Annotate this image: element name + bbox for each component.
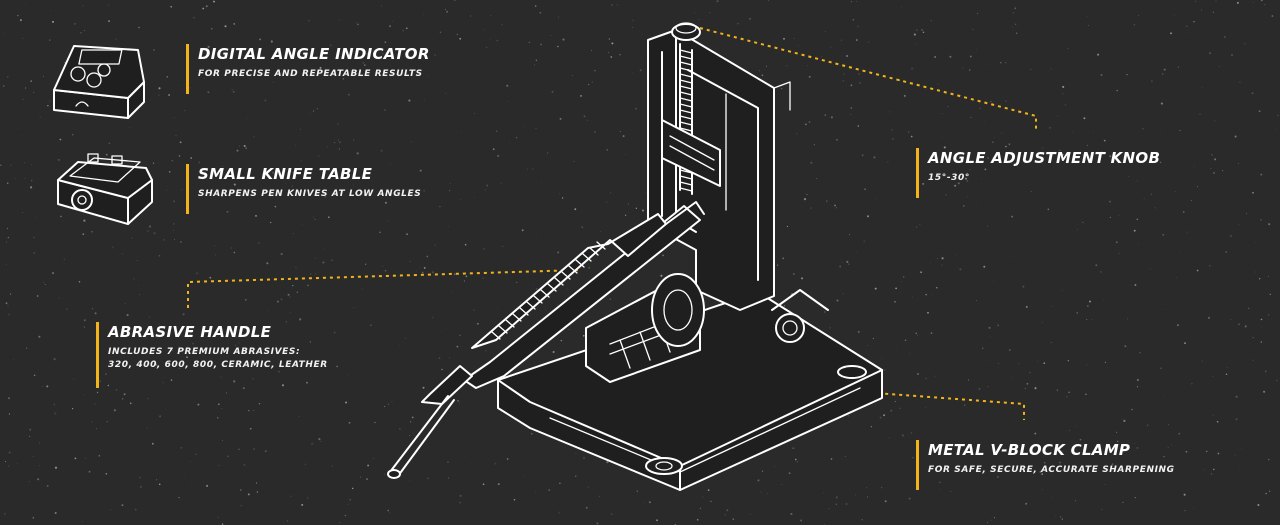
abrasive-handle-subtitle-line-2: 320, 400, 600, 800, CERAMIC, LEATHER xyxy=(108,360,328,370)
small-knife-table-icon xyxy=(57,153,153,225)
callout-digital-angle-indicator: DIGITAL ANGLE INDICATOR FOR PRECISE AND … xyxy=(186,44,430,94)
digital-angle-indicator-icon xyxy=(53,45,145,119)
abrasive-handle-subtitle-line-1: INCLUDES 7 PREMIUM ABRASIVES: xyxy=(108,347,301,357)
metal-v-block-clamp-title: METAL V-BLOCK CLAMP xyxy=(928,441,1131,459)
leader-abrasive-handle xyxy=(187,269,581,308)
callout-abrasive-handle: ABRASIVE HANDLE INCLUDES 7 PREMIUM ABRAS… xyxy=(96,322,328,388)
small-knife-table-title: SMALL KNIFE TABLE xyxy=(198,165,373,183)
angle-adjustment-knob-title: ANGLE ADJUSTMENT KNOB xyxy=(928,149,1161,167)
angle-adjustment-knob-subtitle: 15°-30° xyxy=(928,173,970,183)
small-knife-table-subtitle: SHARPENS PEN KNIVES AT LOW ANGLES xyxy=(198,189,422,199)
callout-metal-v-block-clamp: METAL V-BLOCK CLAMP FOR SAFE, SECURE, AC… xyxy=(916,440,1175,490)
digital-angle-indicator-title: DIGITAL ANGLE INDICATOR xyxy=(198,45,430,63)
leader-angle-adjustment-knob xyxy=(699,27,1037,132)
callout-angle-adjustment-knob: ANGLE ADJUSTMENT KNOB 15°-30° xyxy=(916,148,1160,198)
metal-v-block-clamp-subtitle: FOR SAFE, SECURE, ACCURATE SHARPENING xyxy=(928,465,1175,475)
knife-sharpener-illustration xyxy=(387,22,883,491)
abrasive-handle-subtitle: INCLUDES 7 PREMIUM ABRASIVES: 320, 400, … xyxy=(108,346,328,372)
digital-angle-indicator-subtitle: FOR PRECISE AND REPEATABLE RESULTS xyxy=(198,69,423,79)
callout-small-knife-table: SMALL KNIFE TABLE SHARPENS PEN KNIVES AT… xyxy=(186,164,421,214)
abrasive-handle-title: ABRASIVE HANDLE xyxy=(108,323,272,341)
leader-metal-v-block-clamp xyxy=(591,371,1025,420)
